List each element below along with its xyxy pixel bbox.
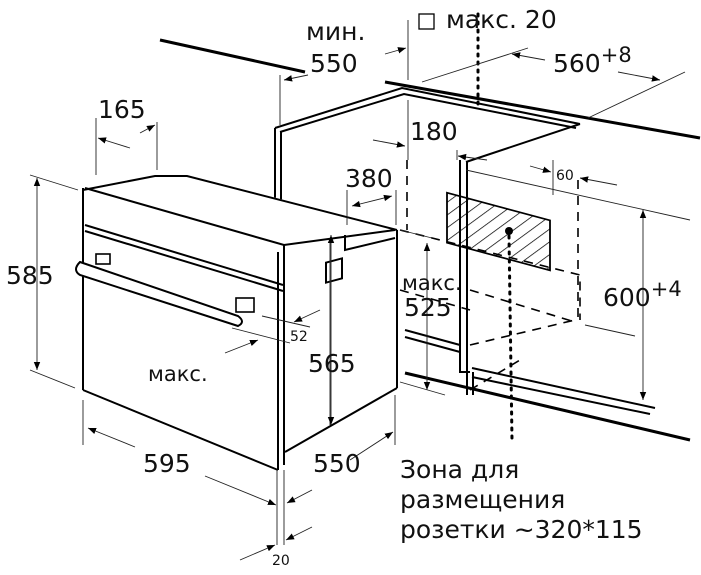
- cabinet-structure: [159, 38, 701, 442]
- socket-zone-area: [446, 191, 551, 272]
- label-max-525: макс.: [402, 271, 462, 295]
- label-max-handle: макс.: [148, 362, 208, 386]
- dim-565: 565: [308, 349, 356, 378]
- dim-20: 20: [272, 553, 290, 569]
- oven: [75, 175, 398, 471]
- dim-52: 52: [290, 329, 308, 345]
- square-icon: [418, 13, 435, 30]
- dim-380: 380: [345, 164, 393, 193]
- dim-oven-depth: 550: [313, 449, 361, 478]
- socket-point: [505, 227, 513, 235]
- dim-oven-height: 585: [6, 261, 54, 290]
- dim-niche-width: 560+8: [553, 43, 632, 78]
- socket-zone-line2: размещения: [400, 485, 565, 514]
- oven-handle: [75, 253, 255, 328]
- socket-zone-line3: розетки ~320*115: [400, 515, 643, 544]
- label-max-20: макс. 20: [446, 5, 557, 34]
- socket-center-line: [507, 234, 514, 442]
- label-min: мин.: [306, 17, 365, 46]
- dim-oven-width: 595: [143, 449, 191, 478]
- dim-60: 60: [556, 168, 574, 184]
- dimension-lines: [29, 20, 686, 561]
- dim-525: 525: [404, 293, 452, 322]
- socket-zone-line1: Зона для: [400, 455, 519, 484]
- dim-165: 165: [98, 95, 146, 124]
- dim-180: 180: [410, 117, 458, 146]
- dim-cabinet-depth-min: 550: [310, 49, 358, 78]
- dim-niche-height: 600+4: [603, 277, 682, 312]
